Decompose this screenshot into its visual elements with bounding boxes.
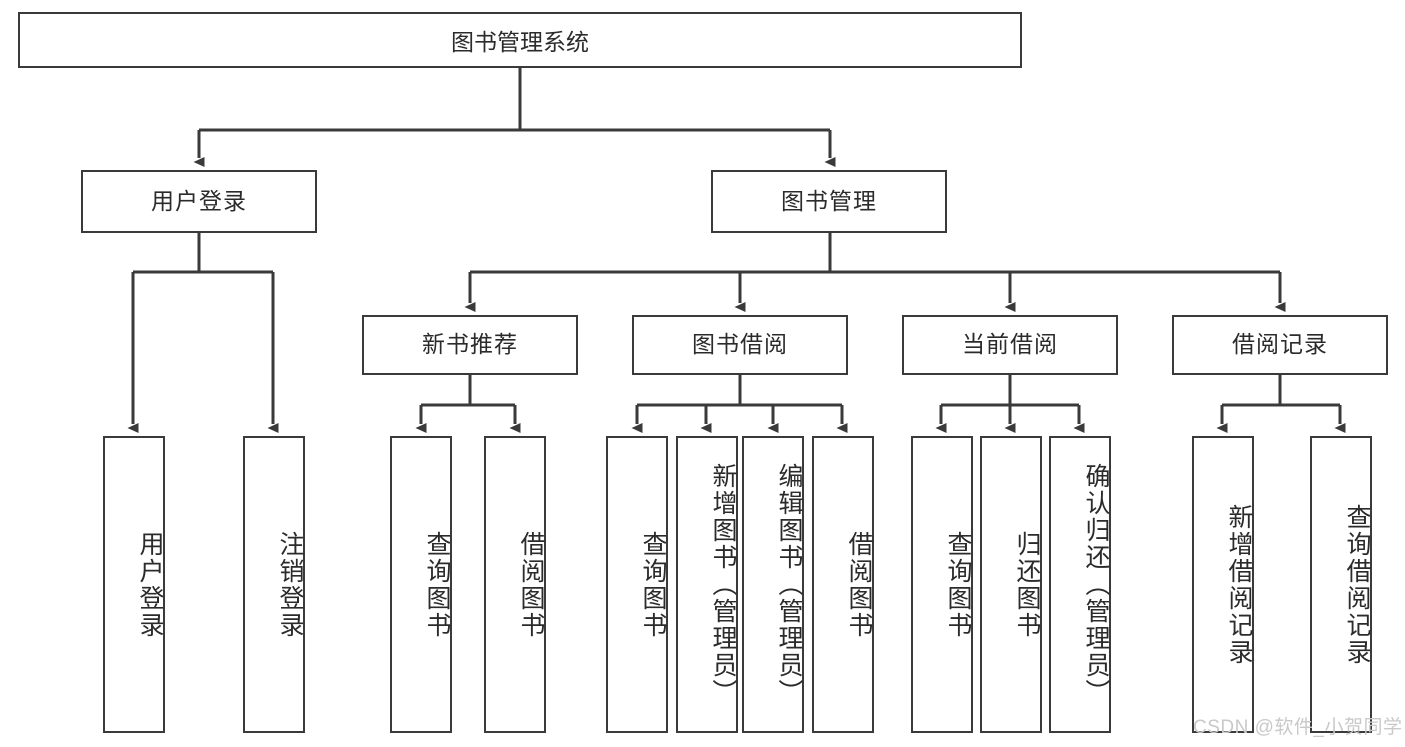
leaf-book-borrow-query-book[interactable]: 查询图书: [606, 436, 668, 733]
node-label: 新书推荐: [422, 331, 518, 358]
csdn-watermark: CSDN @软件_小贺同学: [1193, 717, 1403, 738]
leaf-user-login-login[interactable]: 用户登录: [103, 436, 165, 733]
node-label: 借阅图书: [845, 530, 873, 639]
node-label: 确认归还（管理员）: [1082, 463, 1110, 706]
node-user-login[interactable]: 用户登录: [81, 170, 317, 233]
node-label: 编辑图书（管理员）: [775, 463, 803, 706]
node-label: 借阅记录: [1232, 331, 1328, 358]
leaf-current-borrow-confirm-return-admin[interactable]: 确认归还（管理员）: [1049, 436, 1111, 733]
node-label: 查询图书: [639, 530, 667, 639]
node-label: 查询借阅记录: [1343, 503, 1371, 666]
leaf-new-book-borrow-book[interactable]: 借阅图书: [484, 436, 546, 733]
leaf-current-borrow-query-book[interactable]: 查询图书: [911, 436, 973, 733]
node-label: 图书管理: [781, 187, 877, 214]
node-label: 图书借阅: [692, 331, 788, 358]
node-label: 图书管理系统: [451, 29, 589, 55]
node-label: 用户登录: [151, 187, 247, 214]
node-label: 查询图书: [423, 530, 451, 639]
node-label: 用户登录: [136, 530, 164, 639]
leaf-borrow-record-query-record[interactable]: 查询借阅记录: [1310, 436, 1372, 733]
node-label: 注销登录: [276, 530, 304, 639]
node-borrow-record[interactable]: 借阅记录: [1172, 315, 1388, 375]
node-new-book-recommend[interactable]: 新书推荐: [362, 315, 578, 375]
node-label: 查询图书: [944, 530, 972, 639]
leaf-book-borrow-edit-book-admin[interactable]: 编辑图书（管理员）: [742, 436, 804, 733]
leaf-user-login-logout[interactable]: 注销登录: [243, 436, 305, 733]
node-book-management[interactable]: 图书管理: [711, 170, 947, 233]
node-label: 当前借阅: [962, 331, 1058, 358]
leaf-book-borrow-borrow-book[interactable]: 借阅图书: [812, 436, 874, 733]
node-label: 归还图书: [1013, 530, 1041, 639]
node-label: 借阅图书: [517, 530, 545, 639]
leaf-book-borrow-add-book-admin[interactable]: 新增图书（管理员）: [676, 436, 738, 733]
node-label: 新增借阅记录: [1225, 503, 1253, 666]
leaf-borrow-record-add-record[interactable]: 新增借阅记录: [1192, 436, 1254, 733]
node-label: 新增图书（管理员）: [709, 463, 737, 706]
node-current-borrow[interactable]: 当前借阅: [902, 315, 1118, 375]
leaf-new-book-query-book[interactable]: 查询图书: [390, 436, 452, 733]
leaf-current-borrow-return-book[interactable]: 归还图书: [980, 436, 1042, 733]
node-book-borrow[interactable]: 图书借阅: [632, 315, 848, 375]
node-root-book-management-system[interactable]: 图书管理系统: [18, 12, 1022, 68]
